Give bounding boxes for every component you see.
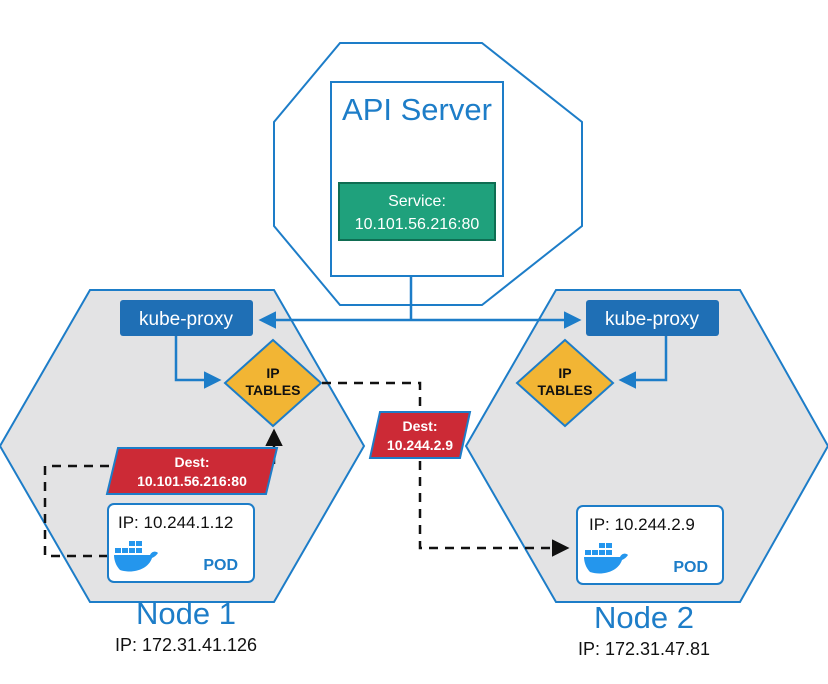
docker-whale-icon [114, 541, 158, 572]
node2-iptables-line2: TABLES [538, 382, 593, 398]
node1-dest-label: Dest: [174, 454, 209, 470]
service-box [338, 182, 496, 241]
node2-iptables-line1: IP [558, 365, 571, 381]
node2-pod-ip: IP: 10.244.2.9 [589, 515, 695, 534]
node2-kube-proxy[interactable] [586, 300, 719, 336]
node2-proxy-to-iptables-arrow [618, 336, 668, 389]
node1-iptables-diamond [223, 338, 323, 428]
node2-kube-proxy-label: kube-proxy [605, 309, 699, 330]
node1-kube-proxy[interactable] [120, 300, 253, 336]
node2-ip: IP: 172.31.47.81 [578, 639, 710, 659]
middle-dest-label: Dest: [402, 418, 437, 434]
node1-pod-label: POD [203, 557, 238, 574]
middle-dest-ip: 10.244.2.9 [387, 437, 453, 453]
node1-pod-ip: IP: 10.244.1.12 [118, 513, 233, 532]
node1-dest-ip: 10.101.56.216:80 [137, 473, 247, 489]
api-server-box [330, 81, 504, 277]
pod1-to-iptables-path [43, 428, 283, 558]
node1-proxy-to-iptables-arrow [174, 336, 222, 389]
node2-pod-label: POD [673, 559, 708, 576]
docker-whale-icon [584, 543, 628, 574]
service-ip: 10.101.56.216:80 [355, 216, 480, 233]
node1-iptables-line1: IP [266, 365, 279, 381]
node2-name: Node 2 [594, 600, 694, 635]
middle-dest-tag [368, 411, 472, 459]
api-server-title: API Server [342, 92, 492, 127]
node2-iptables-diamond [515, 338, 615, 428]
node1-dest-tag [105, 447, 279, 495]
iptables-to-pod2-path [322, 381, 570, 557]
node1-kube-proxy-label: kube-proxy [139, 309, 233, 330]
node1-name: Node 1 [136, 596, 236, 631]
node1-iptables-line2: TABLES [246, 382, 301, 398]
service-label: Service: [388, 193, 446, 210]
node1-ip: IP: 172.31.41.126 [115, 635, 257, 655]
